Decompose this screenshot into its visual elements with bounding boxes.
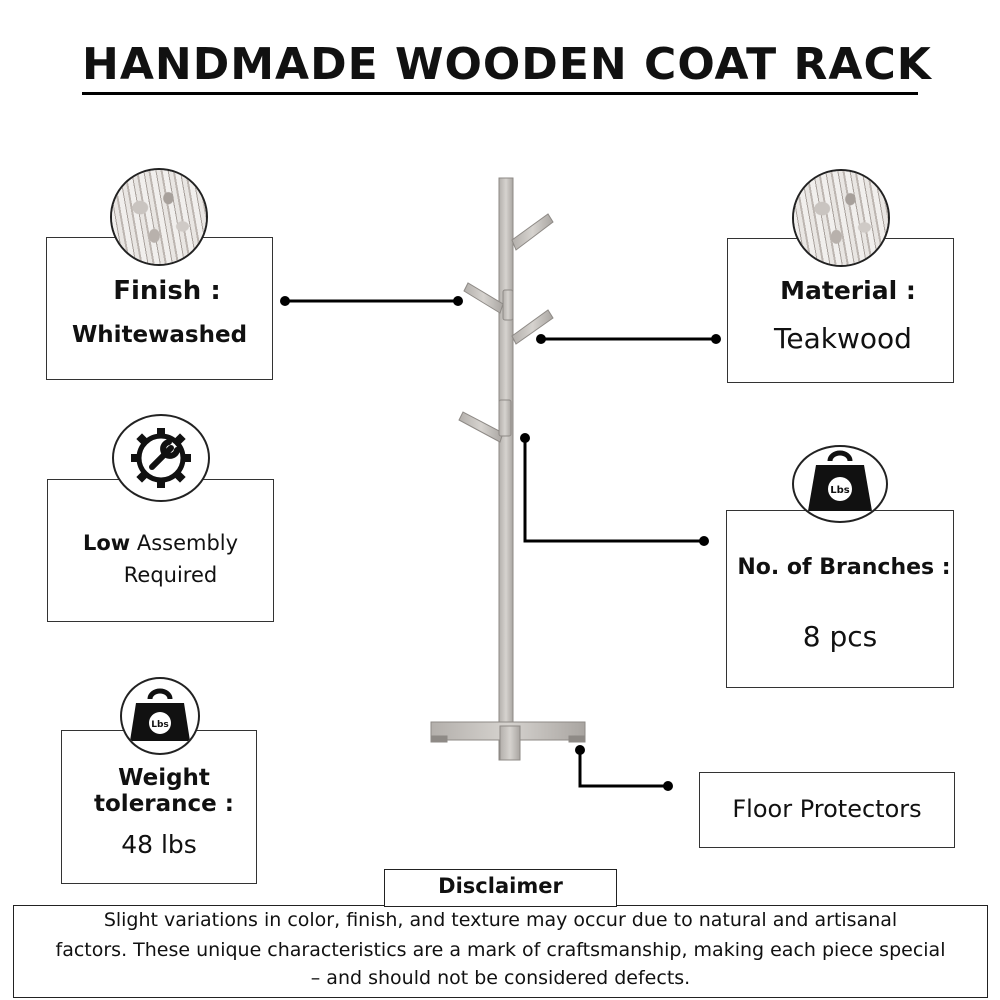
rack-hook bbox=[498, 399, 512, 437]
weight-icon-circle: Lbs bbox=[120, 677, 200, 755]
material-swatch bbox=[792, 169, 890, 267]
floor-protector bbox=[430, 735, 448, 743]
connector-dot bbox=[575, 745, 585, 755]
assembly-rest: Assembly bbox=[130, 531, 239, 555]
rack-branch bbox=[511, 213, 554, 251]
title-underline bbox=[82, 92, 918, 95]
finish-value: Whitewashed bbox=[71, 322, 248, 348]
weight-icon: Lbs bbox=[808, 450, 872, 511]
connector-dot bbox=[520, 433, 530, 443]
rack-hook bbox=[502, 289, 514, 321]
whitewash-texture-icon bbox=[112, 170, 206, 264]
floor-protectors-label: Floor Protectors bbox=[732, 795, 922, 823]
disclaimer-line2: factors. These unique characteristics ar… bbox=[55, 939, 946, 961]
weight-icon-text: Lbs bbox=[151, 720, 169, 730]
connector-dot bbox=[280, 296, 290, 306]
disclaimer-tab bbox=[384, 869, 617, 907]
rack-branch bbox=[463, 282, 504, 314]
weight-line1: Weight bbox=[118, 765, 210, 791]
page-title: HANDMADE WOODEN COAT RACK bbox=[82, 39, 932, 90]
assembly-strong: Low bbox=[82, 531, 131, 555]
connector-dot bbox=[699, 536, 709, 546]
floor-protectors-box bbox=[699, 772, 955, 848]
assembly-line1: Low Assembly bbox=[47, 531, 274, 555]
weight-line2: tolerance : bbox=[94, 791, 234, 817]
material-label: Material : bbox=[780, 276, 916, 305]
disclaimer-line1: Slight variations in color, finish, and … bbox=[103, 909, 898, 931]
weight-box bbox=[61, 730, 257, 884]
assembly-box bbox=[47, 479, 274, 622]
branches-value: 8 pcs bbox=[802, 620, 878, 653]
connector-dot bbox=[663, 781, 673, 791]
finish-swatch bbox=[110, 168, 208, 266]
assembly-line2: Required bbox=[123, 563, 218, 587]
material-value: Teakwood bbox=[774, 322, 912, 355]
branches-box bbox=[726, 510, 954, 688]
connector-dot bbox=[711, 334, 721, 344]
weight-icon: Lbs bbox=[130, 688, 190, 741]
disclaimer-line3: – and should not be considered defects. bbox=[310, 967, 691, 989]
rack-branch bbox=[511, 309, 554, 345]
disclaimer-title: Disclaimer bbox=[438, 874, 563, 898]
weight-icon-text: Lbs bbox=[830, 485, 850, 496]
assembly-icon-circle bbox=[112, 414, 210, 502]
branches-label: No. of Branches : bbox=[737, 555, 951, 580]
rack-branch bbox=[458, 411, 504, 443]
teak-texture-icon bbox=[794, 171, 888, 265]
rack-pole bbox=[498, 177, 514, 761]
weight-value: 48 lbs bbox=[121, 830, 197, 859]
rack-base-foot bbox=[499, 725, 521, 761]
connector-dot bbox=[536, 334, 546, 344]
gear-wrench-icon bbox=[131, 428, 191, 488]
finish-label: Finish : bbox=[113, 276, 221, 306]
floor-protector bbox=[568, 735, 586, 743]
branches-icon-circle: Lbs bbox=[792, 445, 888, 523]
connector-dot bbox=[453, 296, 463, 306]
